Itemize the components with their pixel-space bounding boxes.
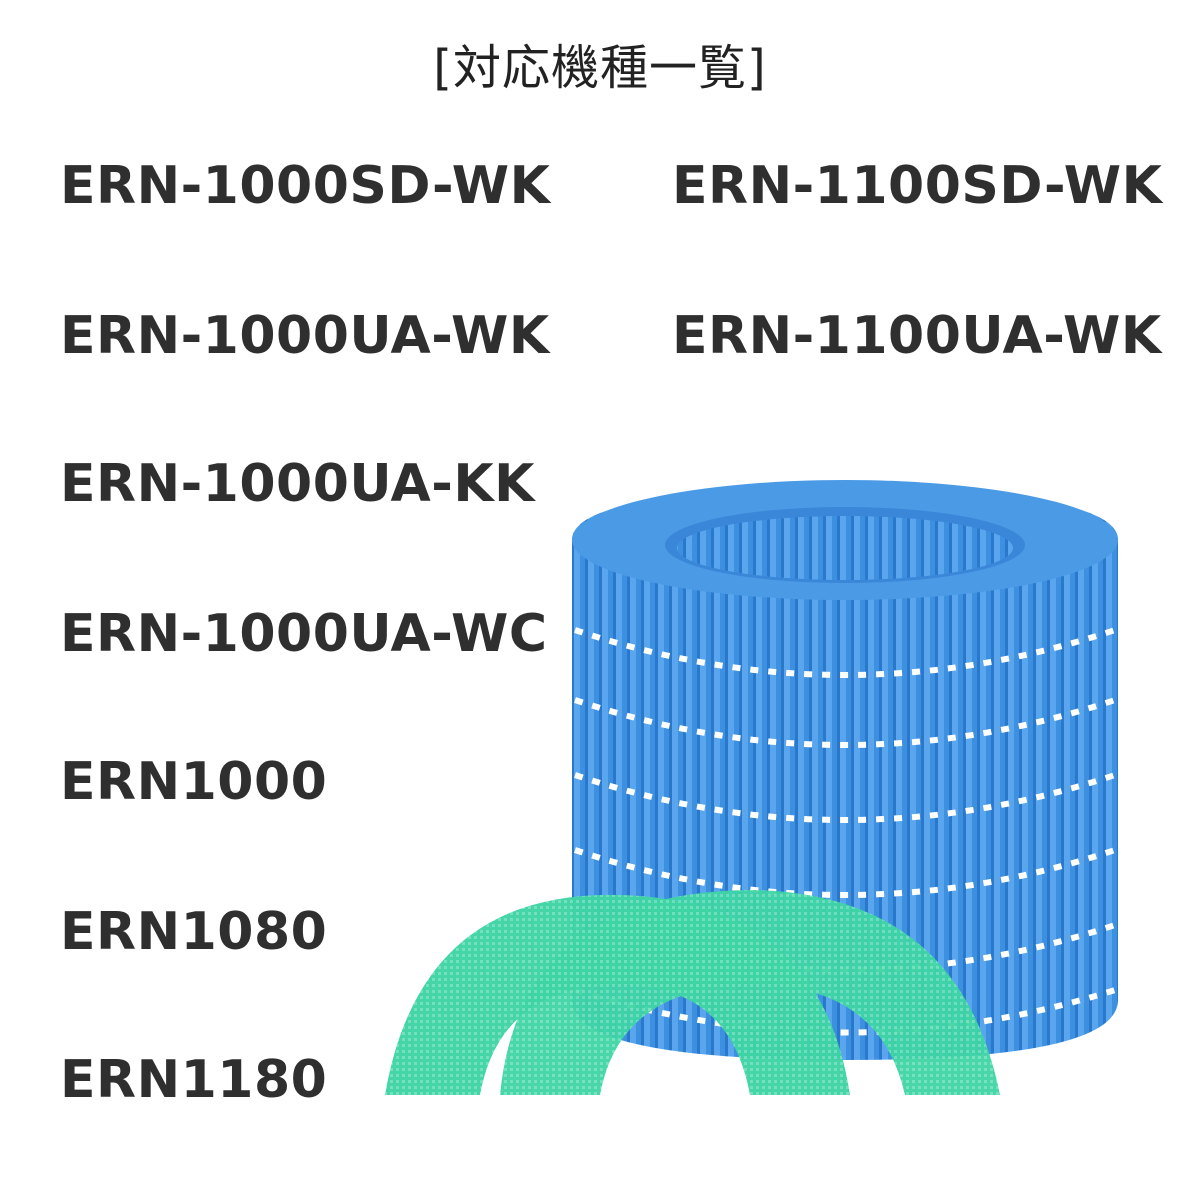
page-title: [対応機種一覧] xyxy=(433,40,767,96)
model-left-3: ERN-1000UA-KK xyxy=(60,454,535,514)
filter-product-image xyxy=(380,480,1180,1100)
model-left-2: ERN-1000UA-WK xyxy=(60,306,550,366)
model-left-5: ERN1000 xyxy=(60,752,328,812)
model-left-7: ERN1180 xyxy=(60,1050,328,1110)
model-left-1: ERN-1000SD-WK xyxy=(60,156,551,216)
model-left-6: ERN1080 xyxy=(60,902,328,962)
model-right-2: ERN-1100UA-WK xyxy=(672,306,1162,366)
model-right-1: ERN-1100SD-WK xyxy=(672,156,1163,216)
model-left-4: ERN-1000UA-WC xyxy=(60,604,548,664)
